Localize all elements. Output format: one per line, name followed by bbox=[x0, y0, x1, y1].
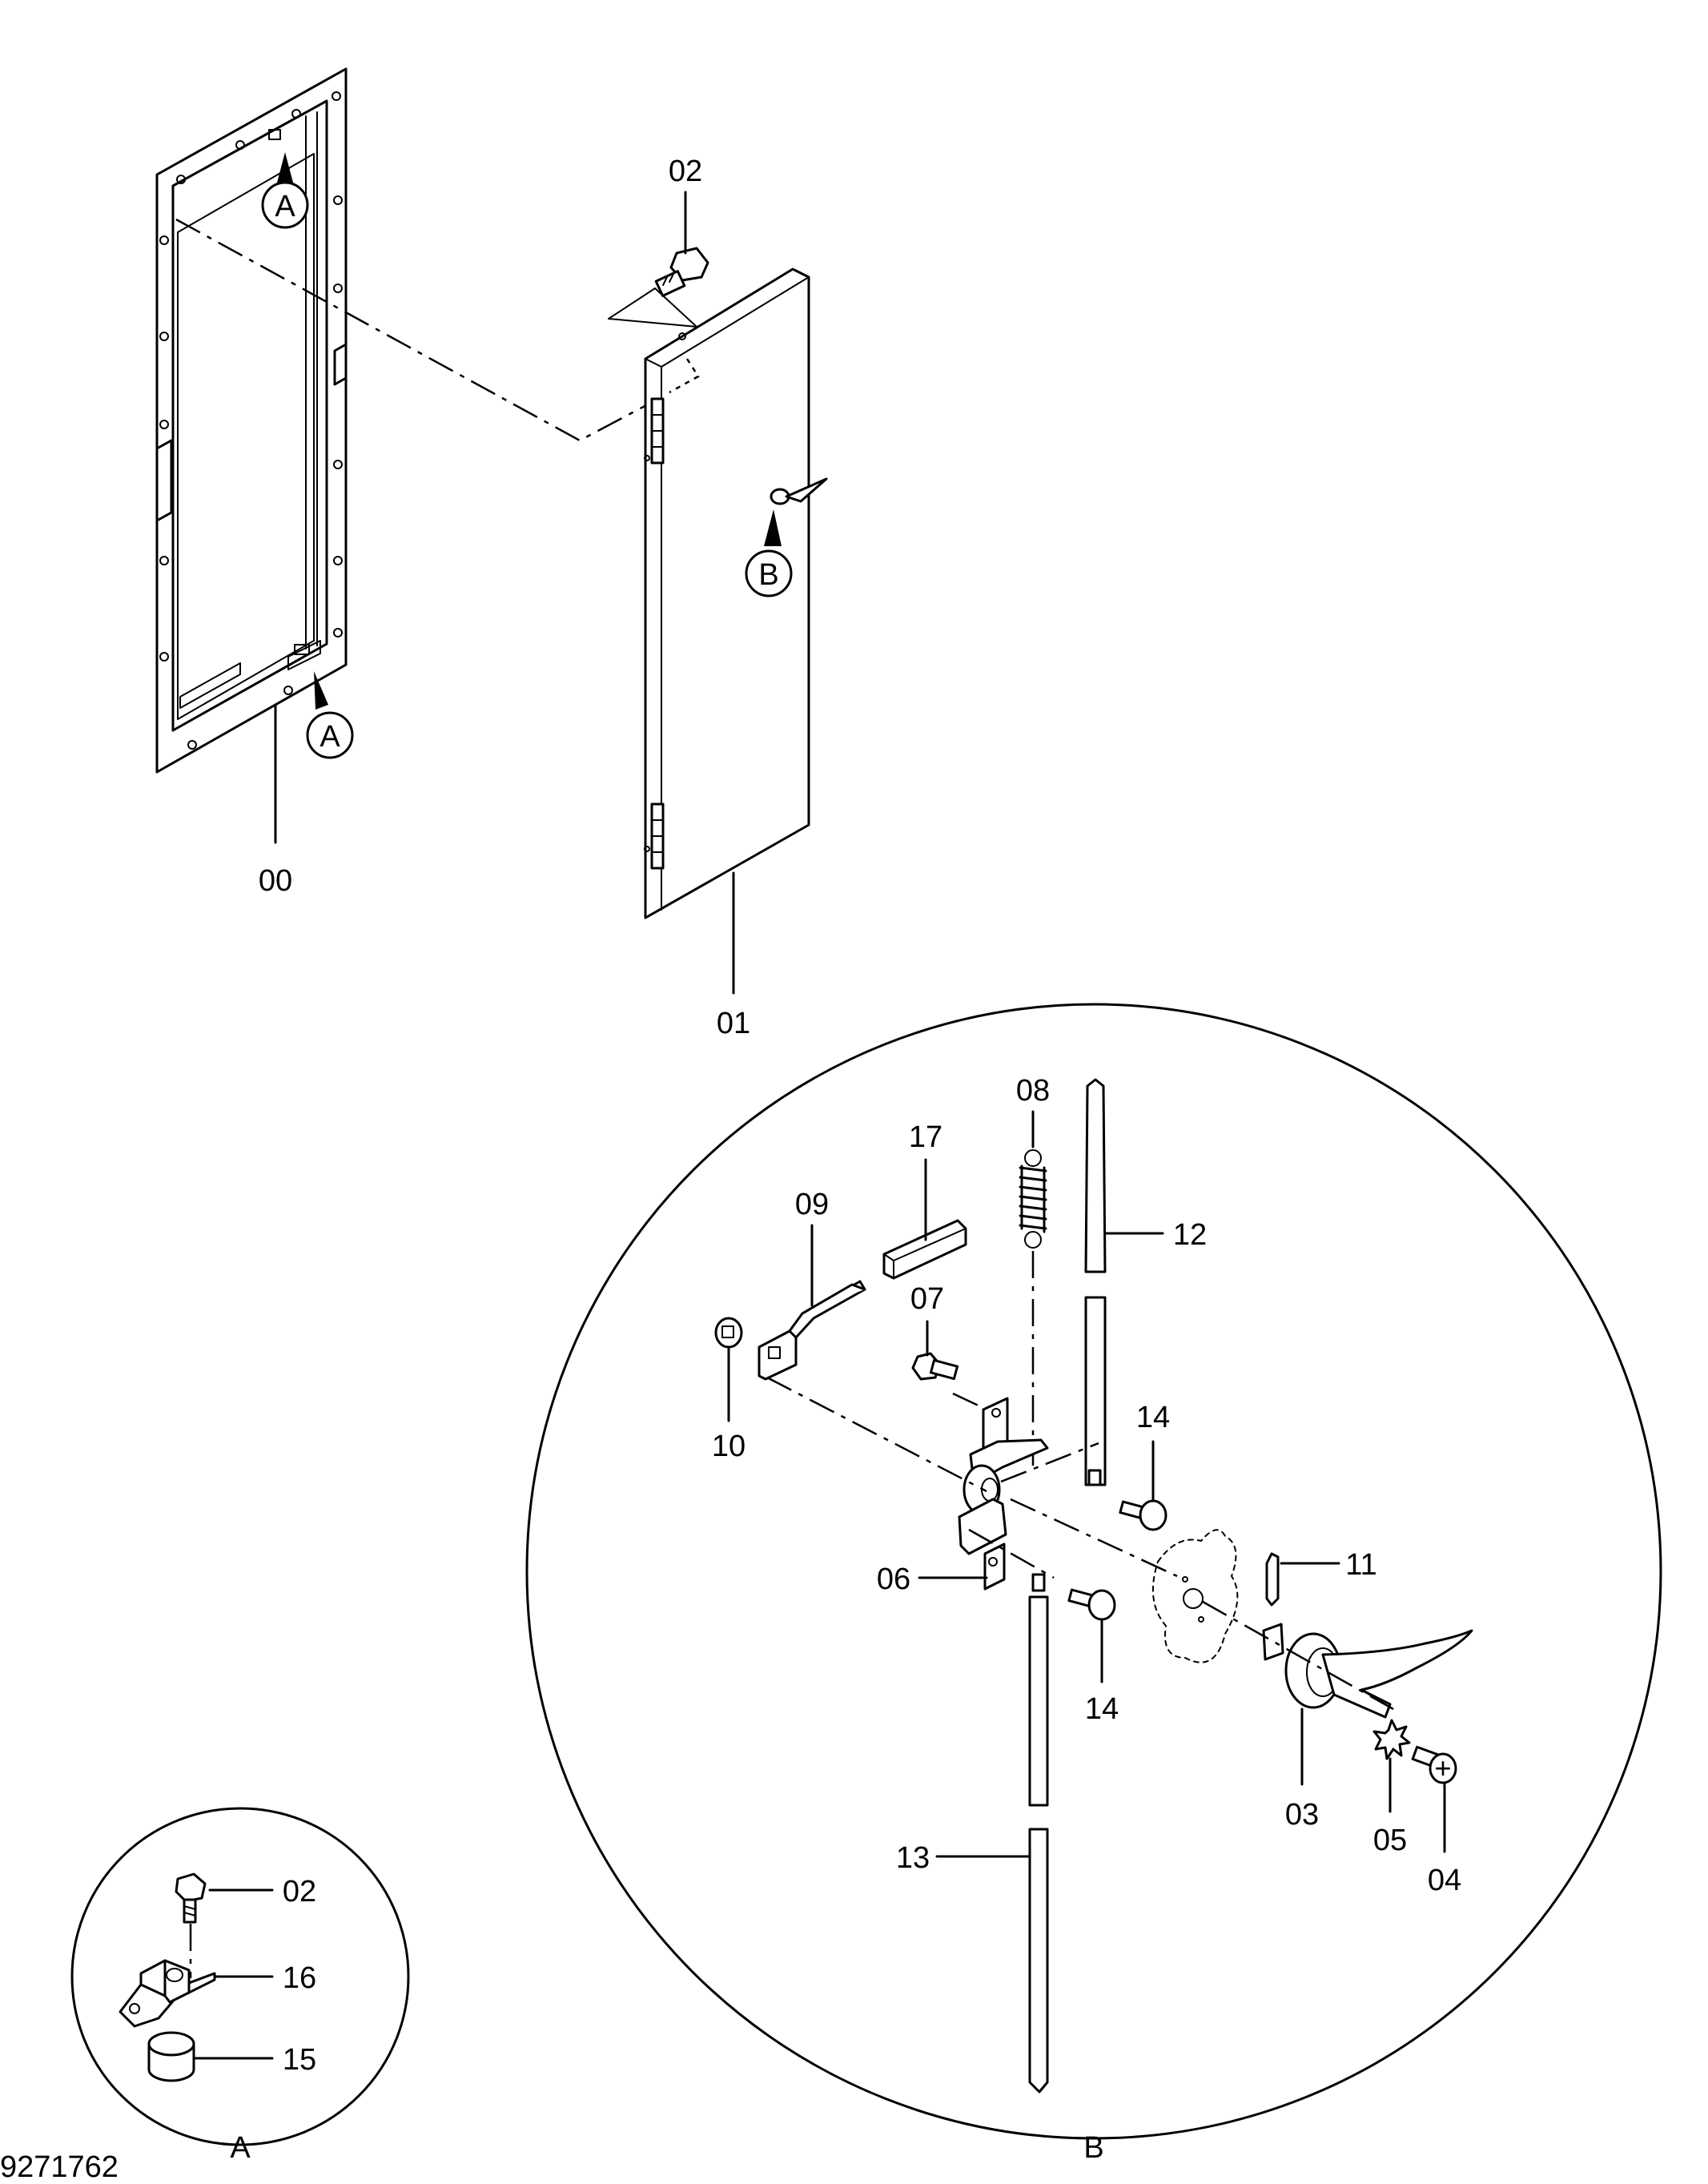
bracket-part-16 bbox=[119, 1959, 216, 2028]
svg-text:A: A bbox=[275, 190, 295, 223]
callout-14-lower: 14 bbox=[1085, 1692, 1119, 1726]
door-frame-part-00 bbox=[155, 67, 348, 774]
door-panel-section bbox=[1151, 1529, 1239, 1663]
callout-12: 12 bbox=[1173, 1218, 1207, 1252]
callout-13: 13 bbox=[896, 1841, 930, 1875]
callout-00: 00 bbox=[259, 864, 292, 898]
door-handle-part-03 bbox=[1262, 1623, 1473, 1719]
callout-01: 01 bbox=[717, 1007, 750, 1040]
door-part-01 bbox=[644, 267, 828, 919]
dashed-bolt-path bbox=[669, 358, 700, 394]
pin-part-14-lower bbox=[1067, 1588, 1116, 1621]
svg-text:A: A bbox=[319, 720, 340, 754]
latch-body bbox=[958, 1397, 1049, 1591]
callout-07: 07 bbox=[910, 1282, 944, 1316]
callout-10: 10 bbox=[712, 1430, 745, 1463]
callout-02: 02 bbox=[669, 155, 702, 188]
bolt-part-07 bbox=[911, 1352, 959, 1381]
screw-part-04: + bbox=[1411, 1745, 1457, 1784]
detail-view-b: B 12 08 17 09 bbox=[525, 1003, 1662, 2165]
detail-a-label: A bbox=[230, 2131, 251, 2165]
callout-06: 06 bbox=[877, 1563, 910, 1596]
detail-view-a: A 02 16 15 bbox=[70, 1807, 410, 2165]
view-marker-b: B bbox=[745, 509, 793, 597]
callout-05: 05 bbox=[1373, 1824, 1407, 1857]
bolt-part-02-detail bbox=[175, 1872, 207, 1924]
washer-part-10 bbox=[714, 1317, 743, 1349]
view-marker-a-top: A bbox=[261, 152, 309, 229]
screw-head-mark: + bbox=[1434, 1752, 1451, 1784]
rubber-mount-part-15 bbox=[147, 2031, 195, 2082]
drawing-id: 9271762 bbox=[0, 2150, 119, 2184]
cotter-pin-part-11 bbox=[1265, 1552, 1280, 1607]
callout-17: 17 bbox=[909, 1120, 942, 1154]
callout-04: 04 bbox=[1428, 1864, 1461, 1897]
callout-09: 09 bbox=[795, 1188, 829, 1221]
callout-08: 08 bbox=[1016, 1074, 1050, 1108]
view-marker-a-bottom: A bbox=[306, 671, 354, 759]
lock-washer-part-05 bbox=[1372, 1719, 1411, 1760]
bolt-part-02 bbox=[608, 247, 709, 328]
callout-16: 16 bbox=[283, 1961, 316, 1995]
spring-part-08 bbox=[1019, 1149, 1047, 1249]
pin-part-14-upper bbox=[1119, 1499, 1167, 1531]
latch-plate-part-09 bbox=[758, 1280, 866, 1381]
callout-14-upper: 14 bbox=[1136, 1401, 1170, 1434]
detail-b-label: B bbox=[1083, 2131, 1103, 2165]
callout-02-detail: 02 bbox=[283, 1875, 316, 1908]
assembly-line-frame-door bbox=[175, 218, 689, 442]
callout-03: 03 bbox=[1285, 1798, 1319, 1832]
callout-11: 11 bbox=[1345, 1548, 1376, 1582]
callout-15: 15 bbox=[283, 2043, 316, 2077]
svg-text:B: B bbox=[758, 558, 778, 592]
